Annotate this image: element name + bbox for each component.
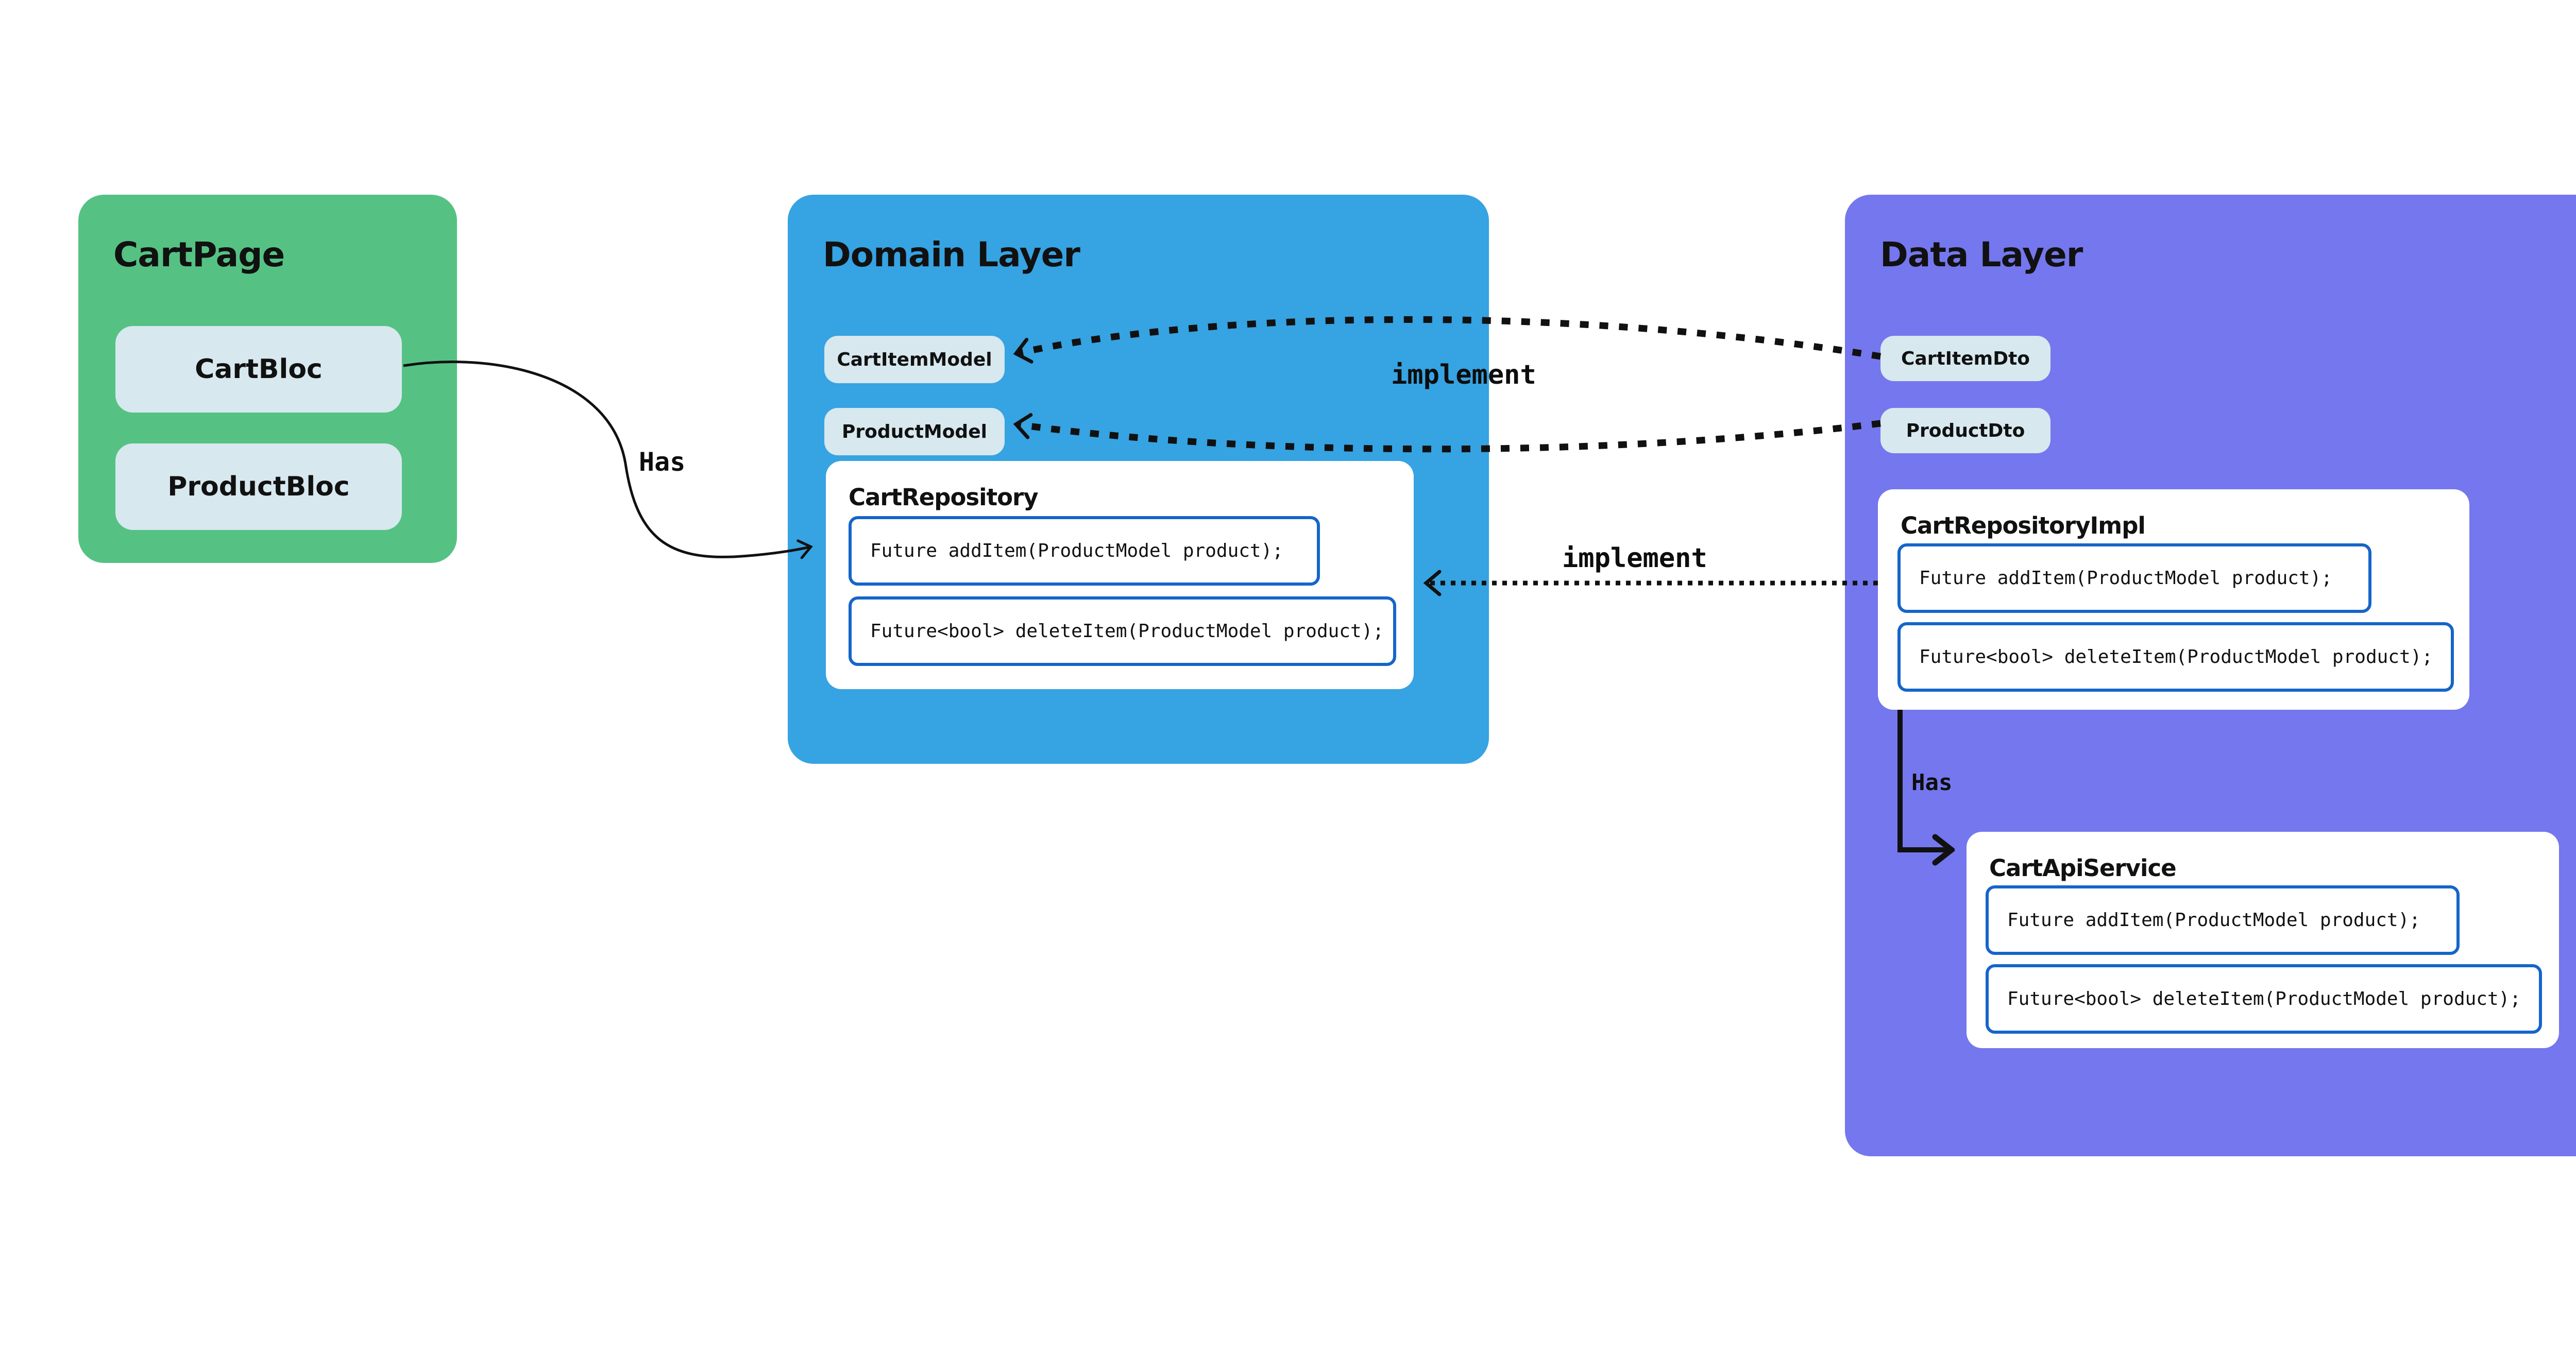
cartapiservice-method-deleteitem: Future<bool> deleteItem(ProductModel pro… [1986, 964, 2542, 1034]
cartrepositoryimpl-method-additem: Future addItem(ProductModel product); [1897, 543, 2371, 613]
has-label-apiservice: Has [1911, 769, 1953, 796]
productdto-node: ProductDto [1880, 408, 2050, 453]
method-signature: Future addItem(ProductModel product); [870, 540, 1283, 561]
productdto-label: ProductDto [1906, 420, 2025, 441]
method-signature: Future<bool> deleteItem(ProductModel pro… [2007, 988, 2521, 1009]
cartrepositoryimpl-name: CartRepositoryImpl [1901, 512, 2146, 539]
cartrepository-method-additem: Future addItem(ProductModel product); [849, 516, 1320, 586]
method-signature: Future<bool> deleteItem(ProductModel pro… [870, 621, 1384, 642]
cartrepository-method-deleteitem: Future<bool> deleteItem(ProductModel pro… [849, 596, 1396, 666]
cartbloc-label: CartBloc [195, 354, 323, 385]
cartrepositoryimpl-method-deleteitem: Future<bool> deleteItem(ProductModel pro… [1897, 622, 2454, 692]
cartitemdto-node: CartItemDto [1880, 336, 2050, 381]
cartrepository-panel: CartRepository Future addItem(ProductMod… [826, 461, 1414, 689]
arrow-cartbloc-has-cartrepository [403, 361, 810, 557]
productmodel-label: ProductModel [842, 421, 987, 442]
cartrepositoryimpl-panel: CartRepositoryImpl Future addItem(Produc… [1878, 489, 2469, 710]
cartitemdto-label: CartItemDto [1901, 348, 2030, 369]
cartbloc-node: CartBloc [115, 326, 402, 413]
method-signature: Future addItem(ProductModel product); [1919, 568, 2332, 589]
has-label-cartbloc: Has [639, 447, 686, 477]
productbloc-label: ProductBloc [167, 471, 350, 502]
cartapiservice-panel: CartApiService Future addItem(ProductMod… [1967, 832, 2559, 1048]
cartitemmodel-node: CartItemModel [824, 336, 1005, 383]
domain-layer-box: Domain Layer CartItemModel ProductModel … [788, 195, 1489, 764]
cartitemmodel-label: CartItemModel [837, 349, 992, 370]
cartapiservice-method-additem: Future addItem(ProductModel product); [1986, 885, 2460, 955]
method-signature: Future addItem(ProductModel product); [2007, 910, 2420, 931]
domain-layer-title: Domain Layer [823, 235, 1080, 275]
implement-label-repository: implement [1562, 543, 1707, 574]
data-layer-box: Data Layer CartItemDto ProductDto CartRe… [1845, 195, 2576, 1156]
cartapiservice-name: CartApiService [1989, 854, 2177, 882]
data-layer-title: Data Layer [1880, 235, 2083, 275]
productmodel-node: ProductModel [824, 408, 1005, 455]
cartpage-title: CartPage [113, 235, 285, 275]
method-signature: Future<bool> deleteItem(ProductModel pro… [1919, 646, 2433, 668]
productbloc-node: ProductBloc [115, 443, 402, 530]
cartpage-box: CartPage CartBloc ProductBloc [78, 195, 457, 563]
implement-label-models: implement [1391, 360, 1536, 390]
cartrepository-name: CartRepository [849, 484, 1039, 511]
